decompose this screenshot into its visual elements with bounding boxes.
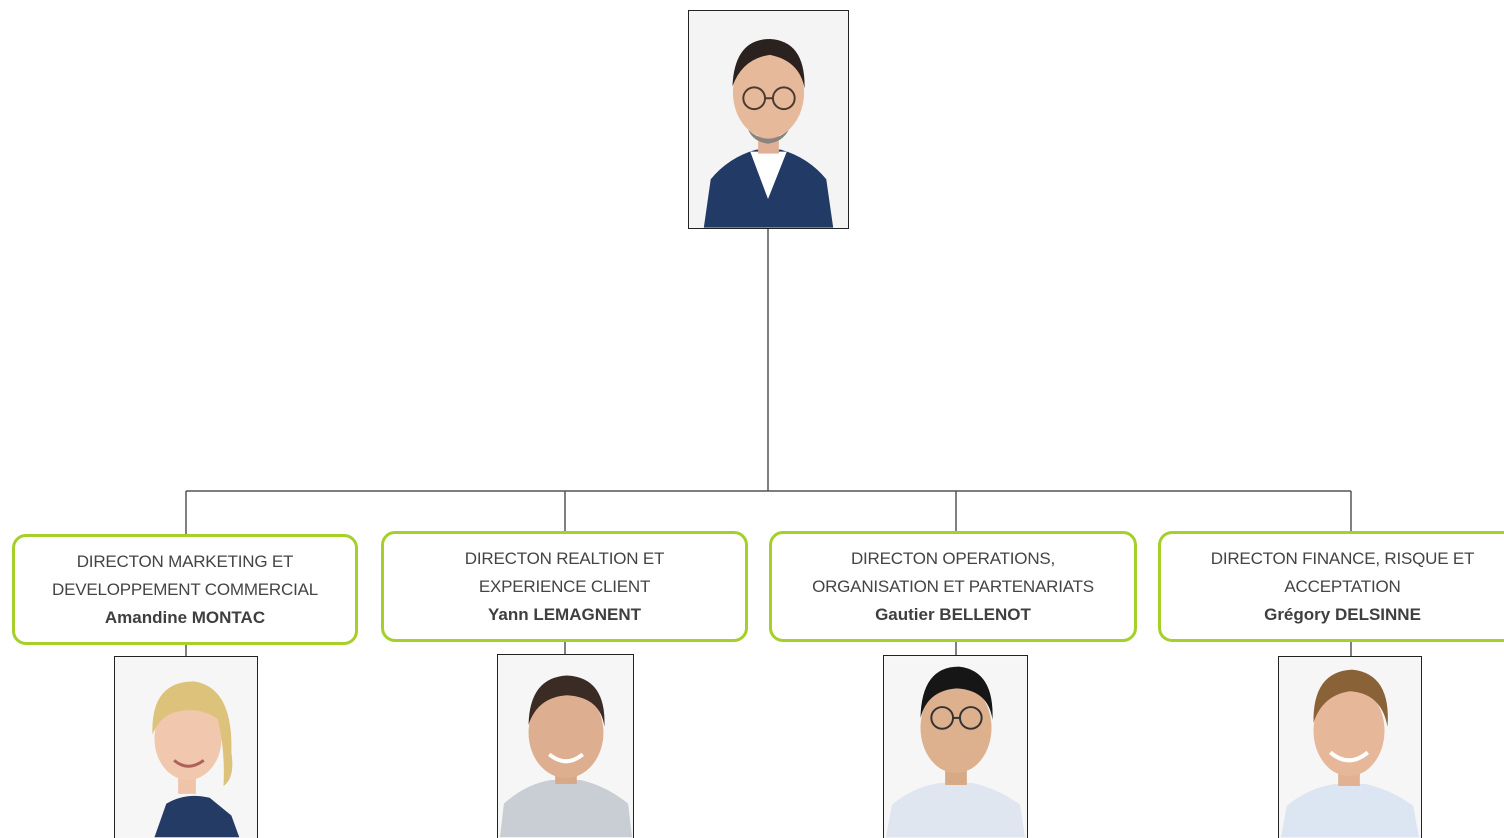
director-name: Yann LEMAGNENT [487,604,641,624]
director-title-line: DIRECTON REALTION ET [464,548,665,568]
director-card-operations: DIRECTON OPERATIONS, ORGANISATION ET PAR… [769,531,1137,642]
director-card-marketing: DIRECTON MARKETING ET DEVELOPPEMENT COMM… [12,534,358,645]
person-photo-icon [1279,657,1421,838]
director-photo-operations [883,655,1028,838]
person-photo-icon [884,656,1027,838]
director-title-line: DIRECTON MARKETING ET [76,551,294,571]
person-photo-icon [115,657,257,838]
director-title-line: DIRECTON OPERATIONS, [850,548,1056,568]
director-title-line: ACCEPTATION [1284,576,1401,596]
director-name: Gautier BELLENOT [875,604,1031,624]
director-card-relation-client: DIRECTON REALTION ET EXPERIENCE CLIENT Y… [381,531,748,642]
director-photo-marketing [114,656,258,838]
director-photo-relation-client [497,654,634,838]
person-photo-icon [689,11,848,228]
director-title-line: ORGANISATION ET PARTENARIATS [812,576,1094,596]
director-name: Grégory DELSINNE [1264,604,1421,624]
director-name: Amandine MONTAC [104,607,266,627]
director-title-line: DEVELOPPEMENT COMMERCIAL [52,579,318,599]
director-photo-finance [1278,656,1422,838]
director-title-line: DIRECTON FINANCE, RISQUE ET [1210,548,1475,568]
person-photo-icon [498,655,633,838]
director-card-finance: DIRECTON FINANCE, RISQUE ET ACCEPTATION … [1158,531,1504,642]
top-executive-photo [688,10,849,229]
director-title-line: EXPERIENCE CLIENT [478,576,651,596]
